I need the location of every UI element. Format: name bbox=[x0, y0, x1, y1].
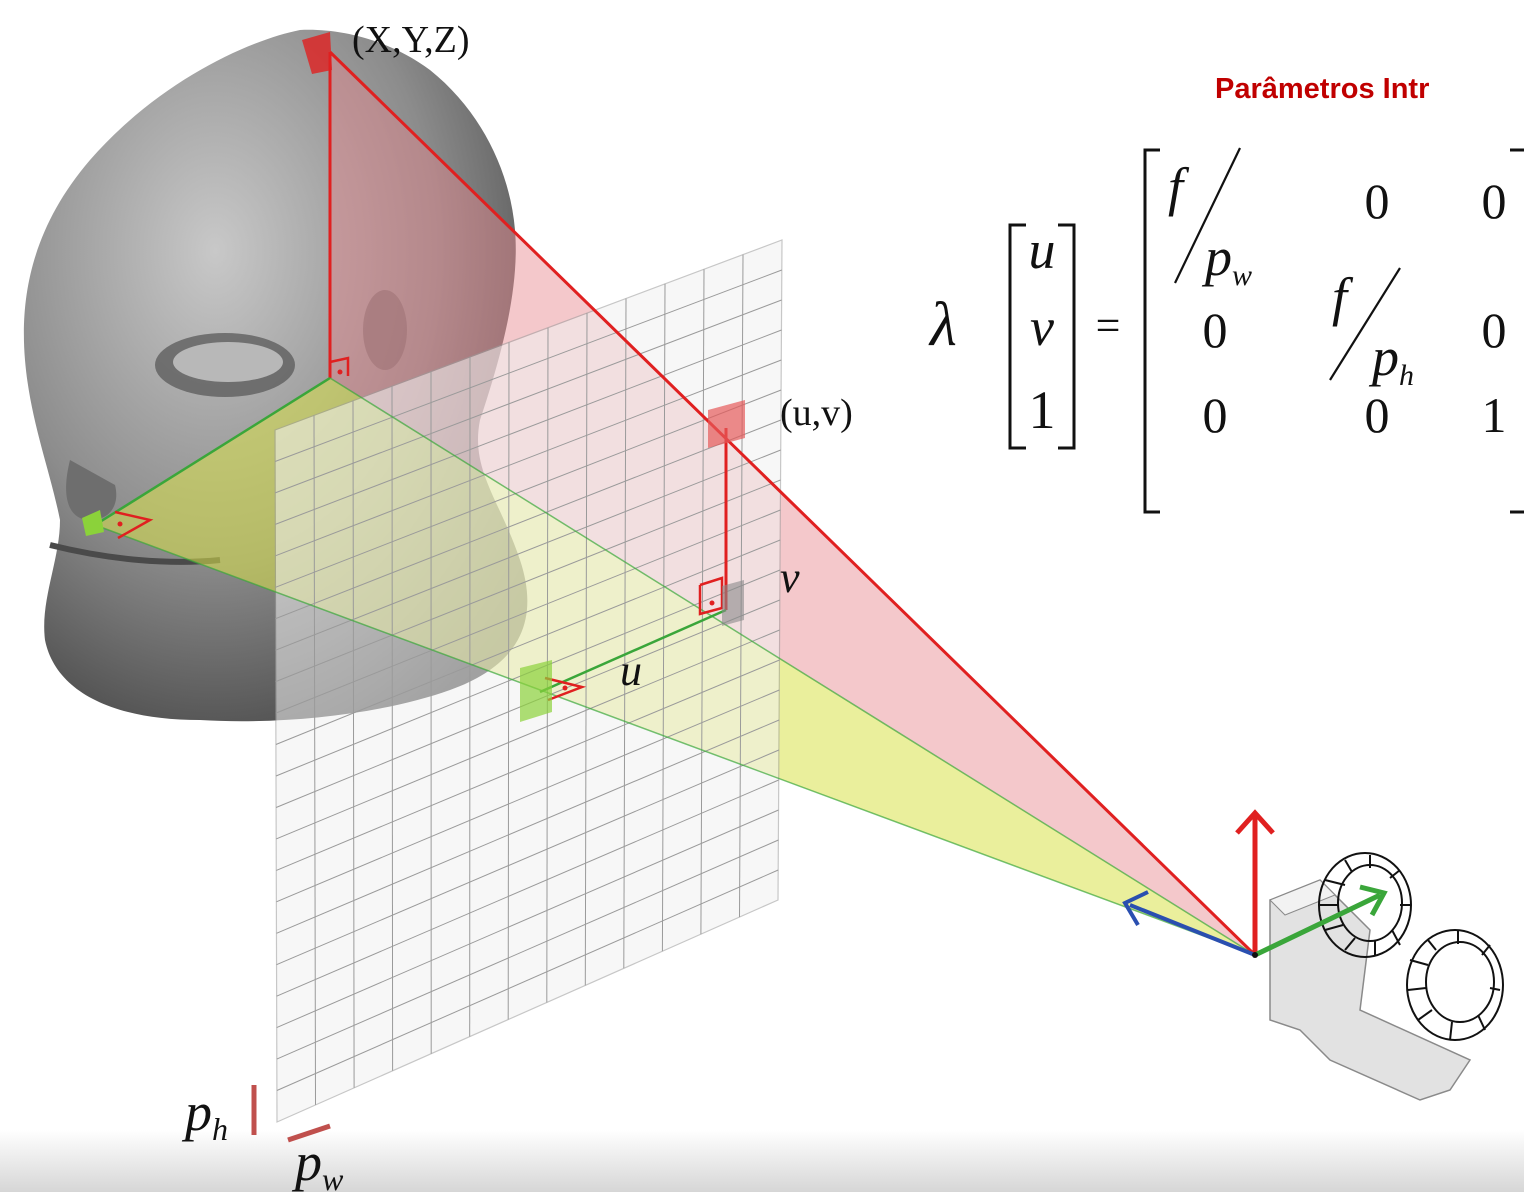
camera-reel-back bbox=[1406, 929, 1504, 1041]
matrix-r2c1: 0 bbox=[1203, 302, 1228, 358]
grid-row-line bbox=[275, 419, 782, 620]
grid-row-line bbox=[276, 719, 780, 934]
svg-text:f: f bbox=[1332, 267, 1354, 327]
pixel-width-mark bbox=[287, 1123, 331, 1143]
grid-row-line bbox=[276, 689, 780, 903]
matrix-cell-f-over-ph: f ph bbox=[1329, 267, 1414, 392]
camera-center bbox=[1252, 952, 1258, 958]
vector-bracket-right bbox=[1058, 223, 1076, 450]
lambda-symbol: λ bbox=[928, 291, 957, 359]
marker-dot-u bbox=[562, 685, 568, 691]
v-axis-label: v bbox=[780, 553, 800, 602]
grid-row-line bbox=[275, 299, 782, 494]
marker-dot-v bbox=[709, 600, 715, 606]
yellow-upper-ray bbox=[329, 377, 1256, 956]
grid-row-line bbox=[275, 389, 782, 588]
world-point-patch bbox=[302, 32, 332, 74]
camera-reel-front bbox=[1318, 852, 1412, 958]
vector-bracket-left bbox=[1008, 223, 1026, 450]
matrix-r1c2: 0 bbox=[1365, 173, 1390, 229]
v-origin-patch bbox=[722, 580, 744, 626]
grid-row-line bbox=[274, 269, 782, 462]
camera-x-arrowhead bbox=[1359, 884, 1388, 917]
world-point-label: (X,Y,Z) bbox=[352, 19, 470, 61]
grid-row-line bbox=[276, 869, 779, 1091]
grid-row-line bbox=[275, 479, 781, 683]
matrix-r1c3: 0 bbox=[1482, 173, 1507, 229]
yellow-lower-ray bbox=[94, 524, 1256, 956]
bottom-band bbox=[0, 1130, 1524, 1192]
grid-row-line bbox=[276, 749, 780, 966]
vector-u: u bbox=[1029, 220, 1056, 280]
svg-text:ph: ph bbox=[1368, 327, 1414, 392]
intrinsic-parameters-heading: Parâmetros Intr bbox=[1215, 73, 1429, 105]
head-ear bbox=[363, 290, 407, 370]
pixel-width-label: pw bbox=[291, 1132, 344, 1192]
u-origin-patch bbox=[520, 660, 552, 722]
projection-equation: λ u v 1 = f pw 0 0 0 f ph 0 0 0 1 bbox=[928, 147, 1524, 514]
equals-sign: = bbox=[1096, 301, 1121, 350]
matrix-r3c1: 0 bbox=[1203, 387, 1228, 443]
red-rays bbox=[328, 50, 1257, 957]
right-angle-u bbox=[544, 676, 587, 702]
grid-row-line bbox=[276, 629, 780, 840]
vector-one: 1 bbox=[1029, 380, 1056, 440]
matrix-r3c3: 1 bbox=[1482, 387, 1507, 443]
world-point-ray bbox=[328, 50, 1257, 957]
image-point-patch bbox=[708, 400, 745, 448]
marker-dot-top bbox=[337, 369, 343, 375]
head-eyeball bbox=[173, 342, 283, 382]
head-nose bbox=[66, 460, 117, 520]
u-axis-label: u bbox=[620, 646, 642, 695]
grid-row-line bbox=[275, 539, 781, 745]
green-base-line bbox=[94, 376, 331, 527]
camera-z-axis bbox=[1129, 903, 1256, 957]
u-axis-line bbox=[539, 608, 727, 694]
right-angle-top bbox=[329, 356, 350, 376]
svg-text:f: f bbox=[1168, 157, 1190, 217]
matrix-bracket-left bbox=[1143, 148, 1160, 514]
grid-row-line bbox=[276, 659, 780, 871]
green-rays bbox=[94, 376, 1256, 956]
grid-row-line bbox=[275, 329, 782, 525]
grid-row-line bbox=[275, 359, 782, 557]
camera-y-arrowhead bbox=[1235, 809, 1275, 835]
vector-v: v bbox=[1030, 297, 1054, 357]
pixel-size-marks: ph pw bbox=[181, 1082, 344, 1192]
camera-top bbox=[1269, 879, 1336, 916]
camera-z-arrowhead bbox=[1122, 890, 1149, 927]
grid-row-line bbox=[275, 449, 781, 651]
svg-text:pw: pw bbox=[1201, 227, 1252, 292]
image-point-label: (u,v) bbox=[780, 392, 853, 434]
matrix-r2c3: 0 bbox=[1482, 302, 1507, 358]
grid-row-line bbox=[276, 809, 779, 1029]
marker-dot-nose bbox=[117, 521, 123, 527]
matrix-r3c2: 0 bbox=[1365, 387, 1390, 443]
grid-row-line bbox=[276, 779, 779, 997]
nose-patch bbox=[82, 510, 104, 536]
matrix-cell-f-over-pw: f pw bbox=[1168, 147, 1252, 292]
grid-row-line bbox=[275, 509, 781, 714]
grid-row-line bbox=[276, 839, 779, 1060]
right-angle-nose bbox=[114, 510, 154, 540]
camera-x-axis bbox=[1253, 892, 1382, 958]
camera-model bbox=[1269, 852, 1504, 1101]
camera-body bbox=[1269, 879, 1472, 1101]
pixel-height-label: ph bbox=[181, 1082, 228, 1147]
camera-axes bbox=[1122, 809, 1388, 958]
